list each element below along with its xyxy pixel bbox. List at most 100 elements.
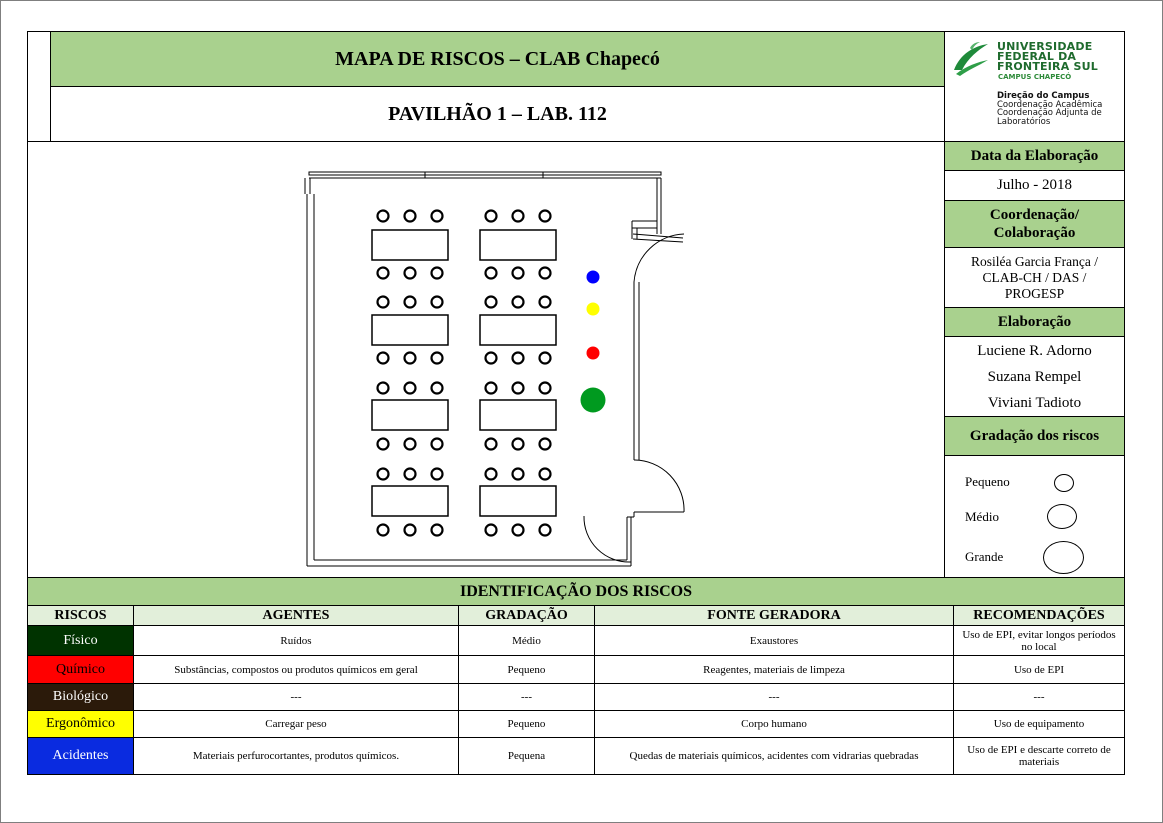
risk-source-cell: --- — [594, 683, 954, 711]
risk-recommendation-cell: Uso de EPI e descarte correto de materia… — [953, 737, 1125, 775]
chair-icon — [430, 295, 444, 309]
chair-icon — [538, 209, 552, 223]
chair-icon — [376, 467, 390, 481]
risk-markers — [580, 270, 606, 413]
page-subtitle: PAVILHÃO 1 – LAB. 112 — [50, 86, 945, 142]
grade-medium-label: Médio — [965, 509, 999, 524]
chair-icon — [376, 381, 390, 395]
coord-value-line2: CLAB-CH / DAS / — [982, 269, 1087, 285]
logo-dept-title: Direção do Campus — [997, 91, 1090, 101]
grade-large-circle-icon — [1043, 541, 1084, 574]
risk-agent-cell: Carregar peso — [133, 710, 459, 738]
risk-grade-cell: --- — [458, 683, 595, 711]
chair-icon — [511, 437, 525, 451]
logo-dept-line1: Coordenação Acadêmica — [997, 99, 1103, 110]
page-title-text: MAPA DE RISCOS – CLAB Chapecó — [335, 47, 660, 70]
chair-icon — [484, 467, 498, 481]
date-value-cell: Julho - 2018 — [944, 170, 1125, 201]
chair-icon — [538, 437, 552, 451]
risk-recommendation-cell: Uso de EPI, evitar longos períodos no lo… — [953, 625, 1125, 656]
chair-icon — [511, 467, 525, 481]
risk-grade-cell: Pequeno — [458, 655, 595, 684]
logo-campus: CAMPUS CHAPECÓ — [998, 73, 1072, 81]
chair-icon — [538, 266, 552, 280]
logo-department: Direção do Campus Coordenação Acadêmica … — [997, 92, 1123, 126]
date-value: Julho - 2018 — [997, 177, 1072, 193]
chair-icon — [538, 381, 552, 395]
chair-icon — [484, 209, 498, 223]
risk-source-cell: Quedas de materiais químicos, acidentes … — [594, 737, 954, 775]
grade-small-circle-icon — [1054, 474, 1074, 492]
chair-icon — [430, 266, 444, 280]
chair-icon — [430, 351, 444, 365]
risk-type-cell: Físico — [27, 625, 134, 656]
chairs — [376, 209, 552, 537]
table-header-grade: GRADAÇÃO — [458, 605, 595, 626]
risk-marker-icon — [586, 346, 600, 360]
risk-recommendation-cell: Uso de EPI — [953, 655, 1125, 684]
logo-university-name: UNIVERSIDADE FEDERAL DA FRONTEIRA SUL — [997, 41, 1122, 73]
chair-icon — [484, 266, 498, 280]
risk-marker-icon — [586, 302, 600, 316]
floor-plan-area — [27, 141, 945, 578]
chair-icon — [538, 467, 552, 481]
chair-icon — [376, 523, 390, 537]
risk-grade-cell: Médio — [458, 625, 595, 656]
chair-icon — [403, 467, 417, 481]
risk-source-cell: Corpo humano — [594, 710, 954, 738]
chair-icon — [376, 351, 390, 365]
authors-cell: Luciene R. Adorno Suzana Rempel Viviani … — [944, 336, 1125, 417]
grade-small-label: Pequeno — [965, 474, 1010, 489]
grade-label: Gradação dos riscos — [969, 428, 1100, 444]
chair-icon — [376, 266, 390, 280]
chair-icon — [403, 351, 417, 365]
risk-agent-cell: Substâncias, compostos ou produtos quími… — [133, 655, 459, 684]
grade-legend-cell: Pequeno Médio Grande — [944, 455, 1125, 578]
chair-icon — [511, 351, 525, 365]
chair-icon — [430, 523, 444, 537]
risk-agent-cell: --- — [133, 683, 459, 711]
logo-dept-line2: Coordenação Adjunta de — [997, 108, 1102, 118]
chair-icon — [403, 209, 417, 223]
coord-label-line2: Colaboração — [993, 225, 1076, 241]
risk-source-cell: Reagentes, materiais de limpeza — [594, 655, 954, 684]
chair-icon — [403, 437, 417, 451]
chair-icon — [430, 381, 444, 395]
table-header-agents: AGENTES — [133, 605, 459, 626]
logo-dept-line3: Laboratórios — [997, 116, 1051, 127]
chair-icon — [403, 295, 417, 309]
chair-icon — [484, 295, 498, 309]
logo-line3: FRONTEIRA SUL — [997, 60, 1098, 73]
chair-icon — [484, 437, 498, 451]
chair-icon — [511, 295, 525, 309]
chair-icon — [511, 209, 525, 223]
page-subtitle-text: PAVILHÃO 1 – LAB. 112 — [388, 102, 607, 125]
chair-icon — [538, 295, 552, 309]
chair-icon — [376, 437, 390, 451]
coord-value-line1: Rosiléa Garcia França / — [970, 253, 1099, 269]
chair-icon — [376, 295, 390, 309]
risk-marker-icon — [586, 270, 600, 284]
grade-medium-circle-icon — [1047, 504, 1077, 529]
coord-label-cell: Coordenação/ Colaboração — [944, 200, 1125, 248]
risk-marker-icon — [580, 387, 606, 413]
chair-icon — [403, 266, 417, 280]
risk-agent-cell: Ruídos — [133, 625, 459, 656]
table-header-source: FONTE GERADORA — [594, 605, 954, 626]
chair-icon — [403, 523, 417, 537]
chair-icon — [538, 523, 552, 537]
risk-grade-cell: Pequena — [458, 737, 595, 775]
chair-icon — [403, 381, 417, 395]
author-2: Suzana Rempel — [987, 368, 1082, 385]
date-label: Data da Elaboração — [970, 148, 1099, 164]
chair-icon — [511, 523, 525, 537]
risk-type-cell: Biológico — [27, 683, 134, 711]
chair-icon — [484, 523, 498, 537]
risk-source-cell: Exaustores — [594, 625, 954, 656]
coord-value-cell: Rosiléa Garcia França / CLAB-CH / DAS / … — [944, 247, 1125, 308]
author-3: Viviani Tadioto — [987, 394, 1082, 411]
risk-recommendation-cell: --- — [953, 683, 1125, 711]
elab-label: Elaboração — [997, 314, 1072, 330]
floor-plan — [304, 171, 685, 567]
table-header-recommendations: RECOMENDAÇÕES — [953, 605, 1125, 626]
